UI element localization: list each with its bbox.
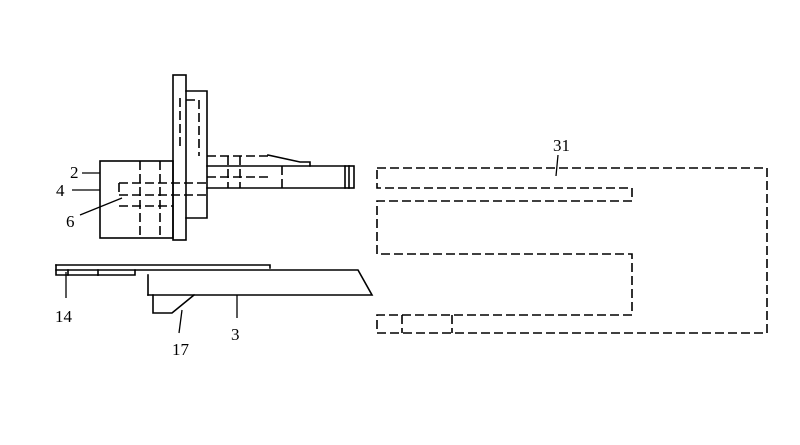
label-3: 3 xyxy=(231,325,240,344)
leader-17 xyxy=(178,309,183,334)
upper-assembly xyxy=(99,74,355,241)
vertical-plate xyxy=(172,74,187,241)
rear-plate-hidden xyxy=(186,99,200,156)
label-4: 4 xyxy=(56,181,65,200)
bracket xyxy=(152,293,196,314)
serpentine-outline xyxy=(376,167,768,334)
rear-plate xyxy=(185,90,208,219)
reference-labels: 2 4 6 14 17 3 31 xyxy=(55,136,570,359)
label-17: 17 xyxy=(172,340,190,359)
leader-31 xyxy=(555,154,559,177)
main-block xyxy=(99,160,174,239)
leader-lines xyxy=(65,154,559,334)
label-14: 14 xyxy=(55,307,73,326)
leader-6 xyxy=(79,197,123,216)
rail-left-end xyxy=(55,264,99,276)
label-2: 2 xyxy=(70,163,79,182)
taper-sleeve xyxy=(267,154,311,167)
label-6: 6 xyxy=(66,212,75,231)
lower-assembly xyxy=(55,264,374,314)
slider-body xyxy=(97,269,374,296)
rail-top xyxy=(55,264,271,269)
label-31: 31 xyxy=(553,136,570,155)
